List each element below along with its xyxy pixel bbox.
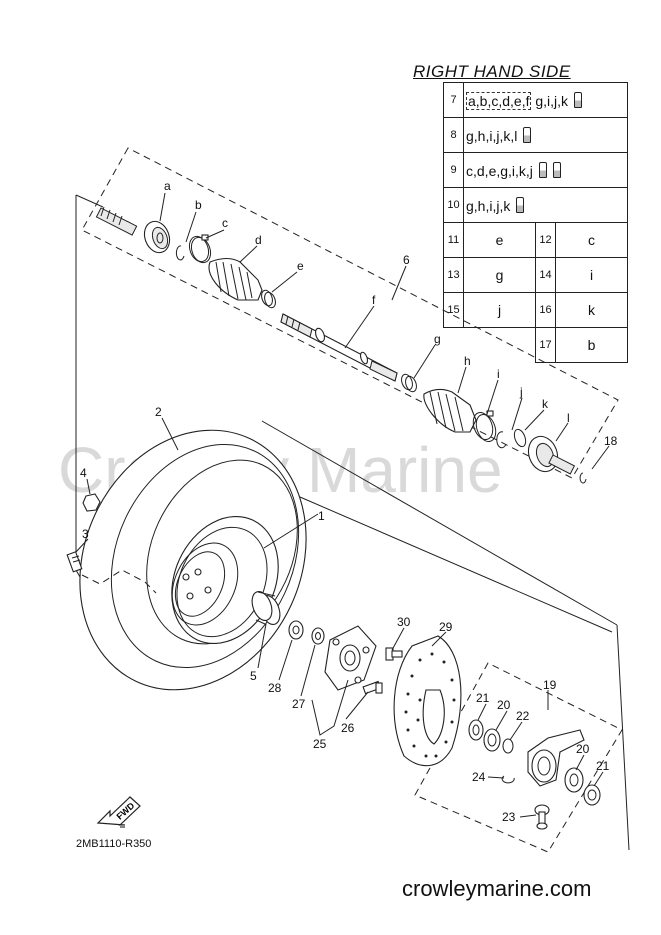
legend-row: 9 c,d,e,g,i,k,j [443, 152, 628, 188]
ball-joint-23 [534, 804, 550, 830]
legend-parts: g,i,j,k [535, 92, 569, 109]
circlip-b [175, 245, 185, 261]
label-28: 28 [268, 681, 282, 695]
legend-pair-row: 13 g 14 i [443, 257, 628, 293]
circlip-j [496, 431, 507, 449]
clip-24 [501, 775, 515, 784]
label-k: k [542, 397, 549, 411]
legend-row: 8 g,h,i,j,k,l [443, 117, 628, 153]
grease-tube-icon [552, 161, 561, 178]
legend-parts: c,d,e,g,i,k,j [466, 162, 533, 179]
label-a: a [164, 179, 171, 193]
circlip-22 [502, 738, 514, 754]
label-c: c [222, 216, 228, 230]
label-25: 25 [313, 737, 327, 751]
kit-legend-table: 7 a,b,c,d,e,f g,i,j,k 8 g,h,i,j,k,l 9 c,… [443, 82, 628, 363]
label-21-right: 21 [596, 759, 610, 773]
label-26: 26 [341, 721, 355, 735]
legend-num: 8 [443, 117, 464, 153]
hub-25 [324, 625, 377, 691]
boot-h [423, 388, 477, 433]
label-l: l [567, 411, 570, 425]
diagram-code: 2MB1110-R350 [76, 838, 152, 850]
bearing-20-right [564, 767, 584, 793]
outer-cv-joint-a [95, 206, 171, 254]
label-30: 30 [397, 615, 411, 629]
legend-boxed-parts: a,b,c,d,e,f [466, 91, 532, 110]
knuckle-assembly-frame [414, 662, 623, 853]
label-i: i [497, 367, 500, 381]
legend-parts: g,h,i,j,k,l [466, 127, 518, 144]
inner-cv-joint-l [527, 435, 576, 475]
label-4: 4 [80, 466, 87, 480]
boot-band-g [401, 373, 417, 393]
label-b: b [195, 198, 202, 212]
leader-lines [75, 192, 610, 818]
legend-pair-row: 11 e 12 c [443, 222, 628, 258]
label-f: f [372, 293, 376, 307]
clip-18 [579, 472, 587, 484]
legend-row: 7 a,b,c,d,e,f g,i,j,k [443, 82, 628, 118]
oil-seal-21-right [583, 784, 601, 806]
label-3: 3 [82, 527, 89, 541]
label-21-left: 21 [476, 691, 490, 705]
spacer-28 [288, 620, 304, 640]
legend-pair-row: 17 b [444, 327, 628, 363]
oil-seal-21-left [468, 719, 484, 741]
valve-nut-4 [82, 493, 101, 512]
page-title: RIGHT HAND SIDE [413, 62, 571, 81]
boot-d [208, 257, 263, 301]
label-29: 29 [439, 620, 453, 634]
wheel-group-frame [75, 195, 85, 585]
boot-band-e [261, 289, 276, 309]
website-url: crowleymarine.com [402, 876, 592, 901]
washer-27 [311, 627, 325, 645]
label-24: 24 [472, 770, 486, 784]
label-j: j [519, 385, 523, 399]
grease-tube-icon [523, 126, 532, 143]
legend-num: 10 [443, 187, 464, 223]
label-2: 2 [155, 405, 162, 419]
legend-num: 7 [443, 82, 464, 118]
grease-tube-icon [573, 91, 582, 108]
label-22: 22 [516, 709, 530, 723]
drive-shaft-f [280, 313, 398, 382]
legend-pair-row: 15 j 16 k [443, 292, 628, 328]
steering-knuckle [527, 729, 585, 787]
label-e: e [297, 259, 304, 273]
bolt-26 [362, 680, 383, 695]
bearing-5 [251, 591, 281, 625]
label-20-right: 20 [576, 742, 590, 756]
bolt-30 [385, 647, 403, 661]
label-6: 6 [403, 253, 410, 267]
brake-disc-29 [393, 635, 462, 767]
label-19: 19 [543, 678, 557, 692]
part-labels: a b c d e f g h i j k l 6 18 2 1 4 3 5 2… [80, 179, 618, 824]
legend-parts: g,h,i,j,k [466, 197, 511, 214]
label-20-left: 20 [497, 698, 511, 712]
stud-3 [66, 551, 83, 573]
label-5: 5 [250, 669, 257, 683]
label-27: 27 [292, 697, 306, 711]
circlip-k [513, 428, 527, 448]
grease-tube-icon [538, 161, 547, 178]
boot-band-c [188, 234, 212, 264]
bearing-20-left [483, 728, 501, 752]
legend-num: 9 [443, 152, 464, 188]
label-g: g [434, 332, 441, 346]
label-d: d [255, 233, 262, 247]
fwd-arrow-icon: FWD [96, 796, 141, 828]
label-18: 18 [604, 434, 618, 448]
label-23: 23 [502, 810, 516, 824]
legend-row: 10 g,h,i,j,k [443, 187, 628, 223]
label-1: 1 [318, 509, 325, 523]
grease-tube-icon [516, 196, 525, 213]
